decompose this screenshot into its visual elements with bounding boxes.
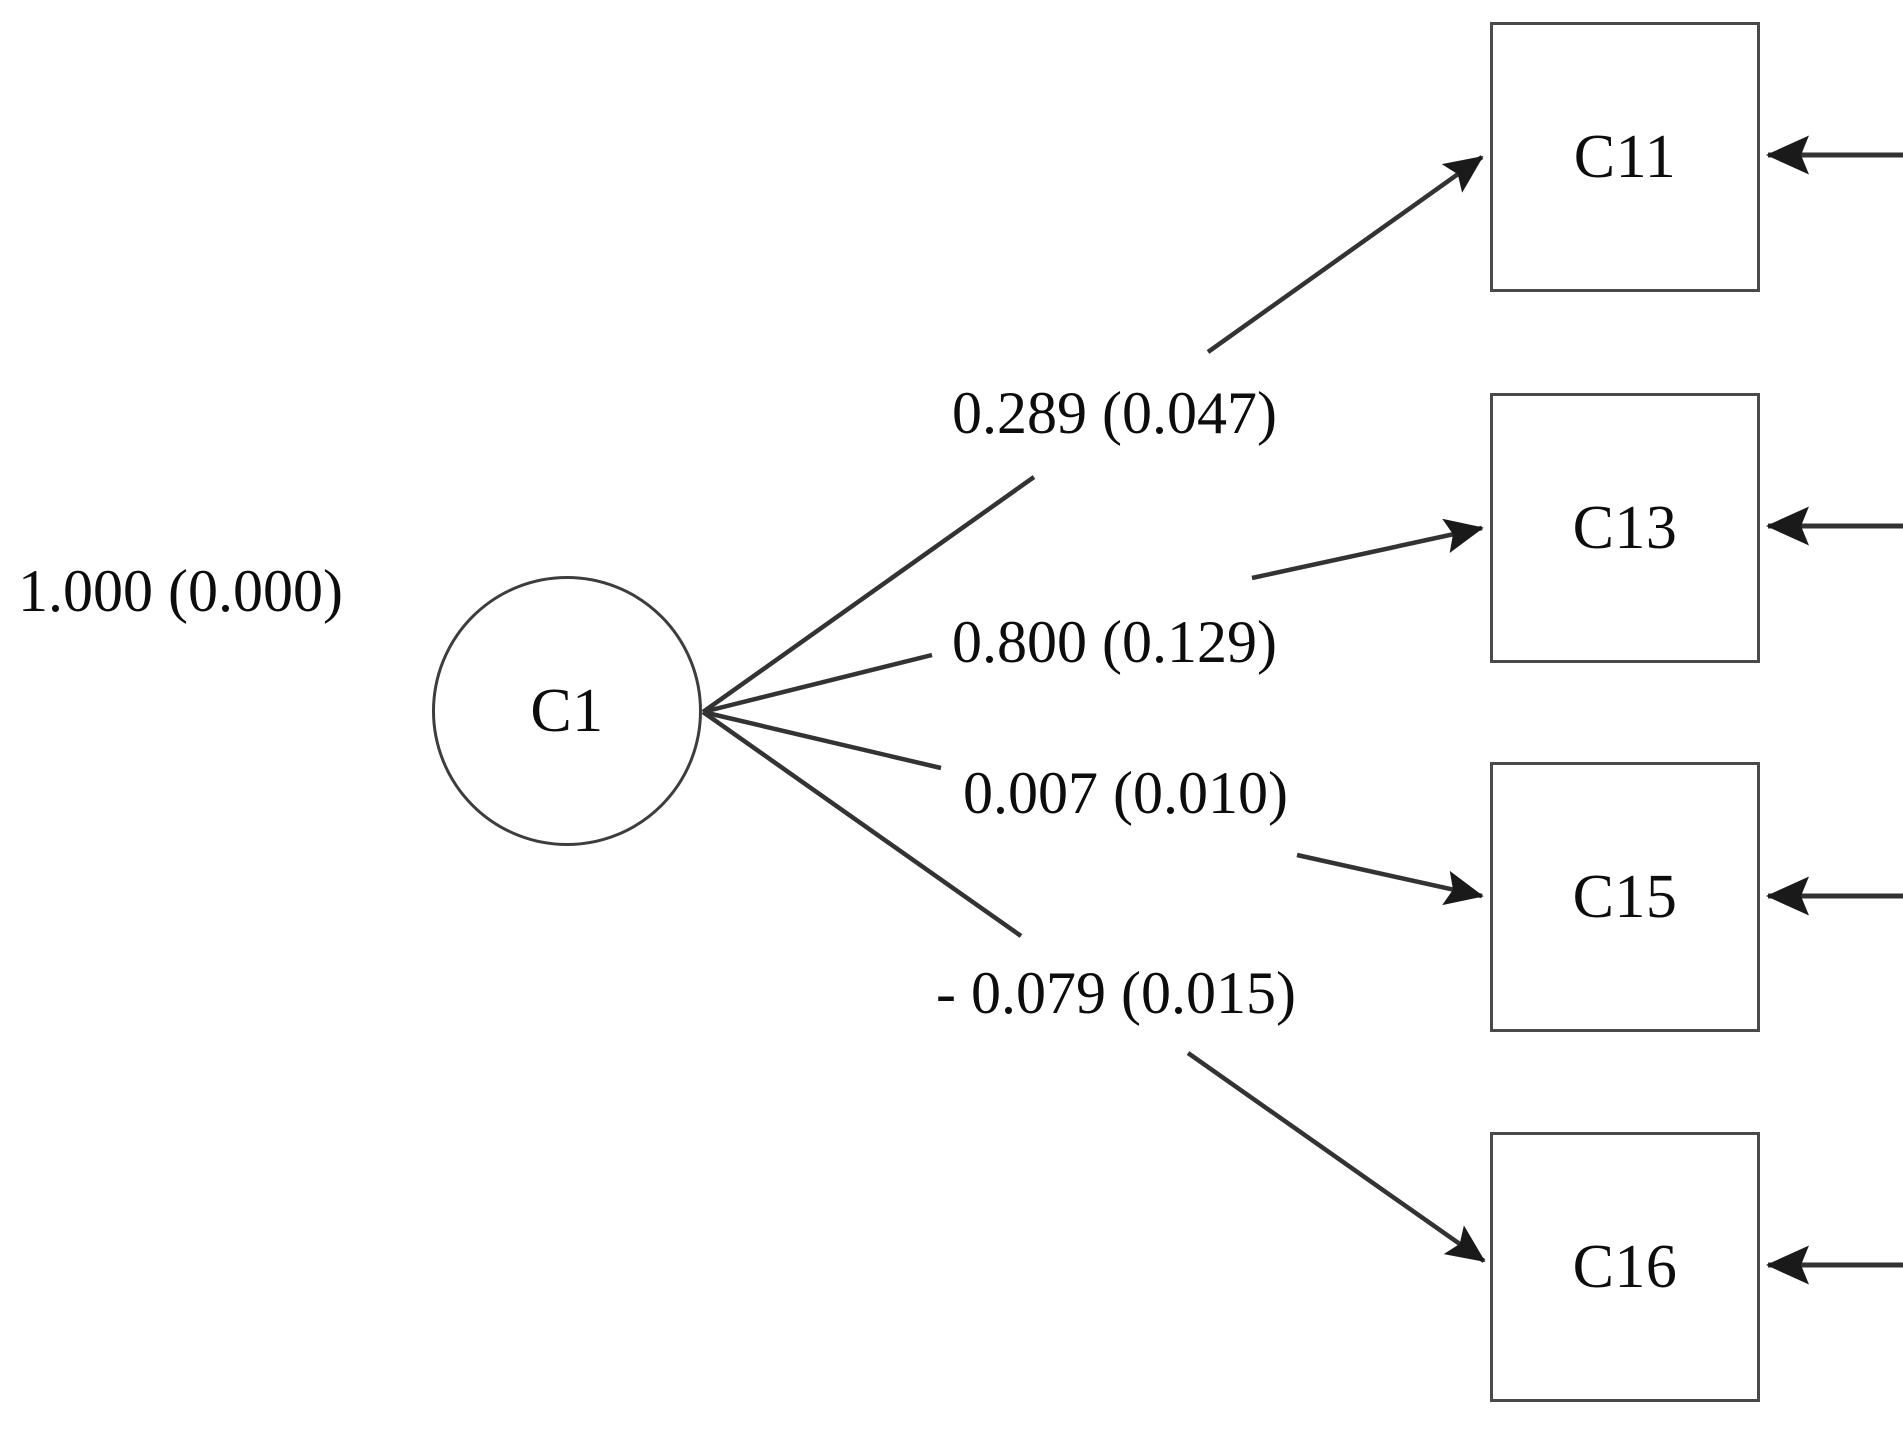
indicator-node-label-c15: C15 [1572, 863, 1678, 931]
edge-stub-c1-c13 [702, 652, 933, 715]
latent-node-label: C1 [530, 677, 604, 745]
edge-arrow-c1-c11 [1206, 155, 1484, 354]
edge-label-c1-c15: 0.007 (0.010) [963, 760, 1288, 826]
edge-stub-c1-c16 [701, 710, 1023, 938]
latent-variance-label: 1.000 (0.000) [18, 558, 343, 624]
edge-label-c1-c13: 0.800 (0.129) [952, 609, 1277, 675]
indicator-node-label-c11: C11 [1573, 123, 1677, 191]
edge-label-c1-c11: 0.289 (0.047) [952, 380, 1277, 446]
indicator-node-c16[interactable]: C16 [1490, 1132, 1760, 1402]
indicator-node-c15[interactable]: C15 [1490, 762, 1760, 1032]
edge-stub-c1-c15 [702, 709, 942, 771]
indicator-node-c13[interactable]: C13 [1490, 393, 1760, 663]
edge-stub-c1-c11 [701, 475, 1036, 714]
indicator-node-c11[interactable]: C11 [1490, 22, 1760, 292]
edge-arrow-c1-c16 [1186, 1051, 1486, 1263]
latent-node-c1[interactable]: C1 [432, 576, 702, 846]
indicator-node-label-c13: C13 [1572, 494, 1678, 562]
edge-arrow-c1-c15 [1296, 852, 1484, 906]
indicator-node-label-c16: C16 [1572, 1233, 1678, 1301]
edge-label-c1-c16: - 0.079 (0.015) [936, 960, 1296, 1026]
edge-arrow-c1-c13 [1251, 518, 1484, 581]
